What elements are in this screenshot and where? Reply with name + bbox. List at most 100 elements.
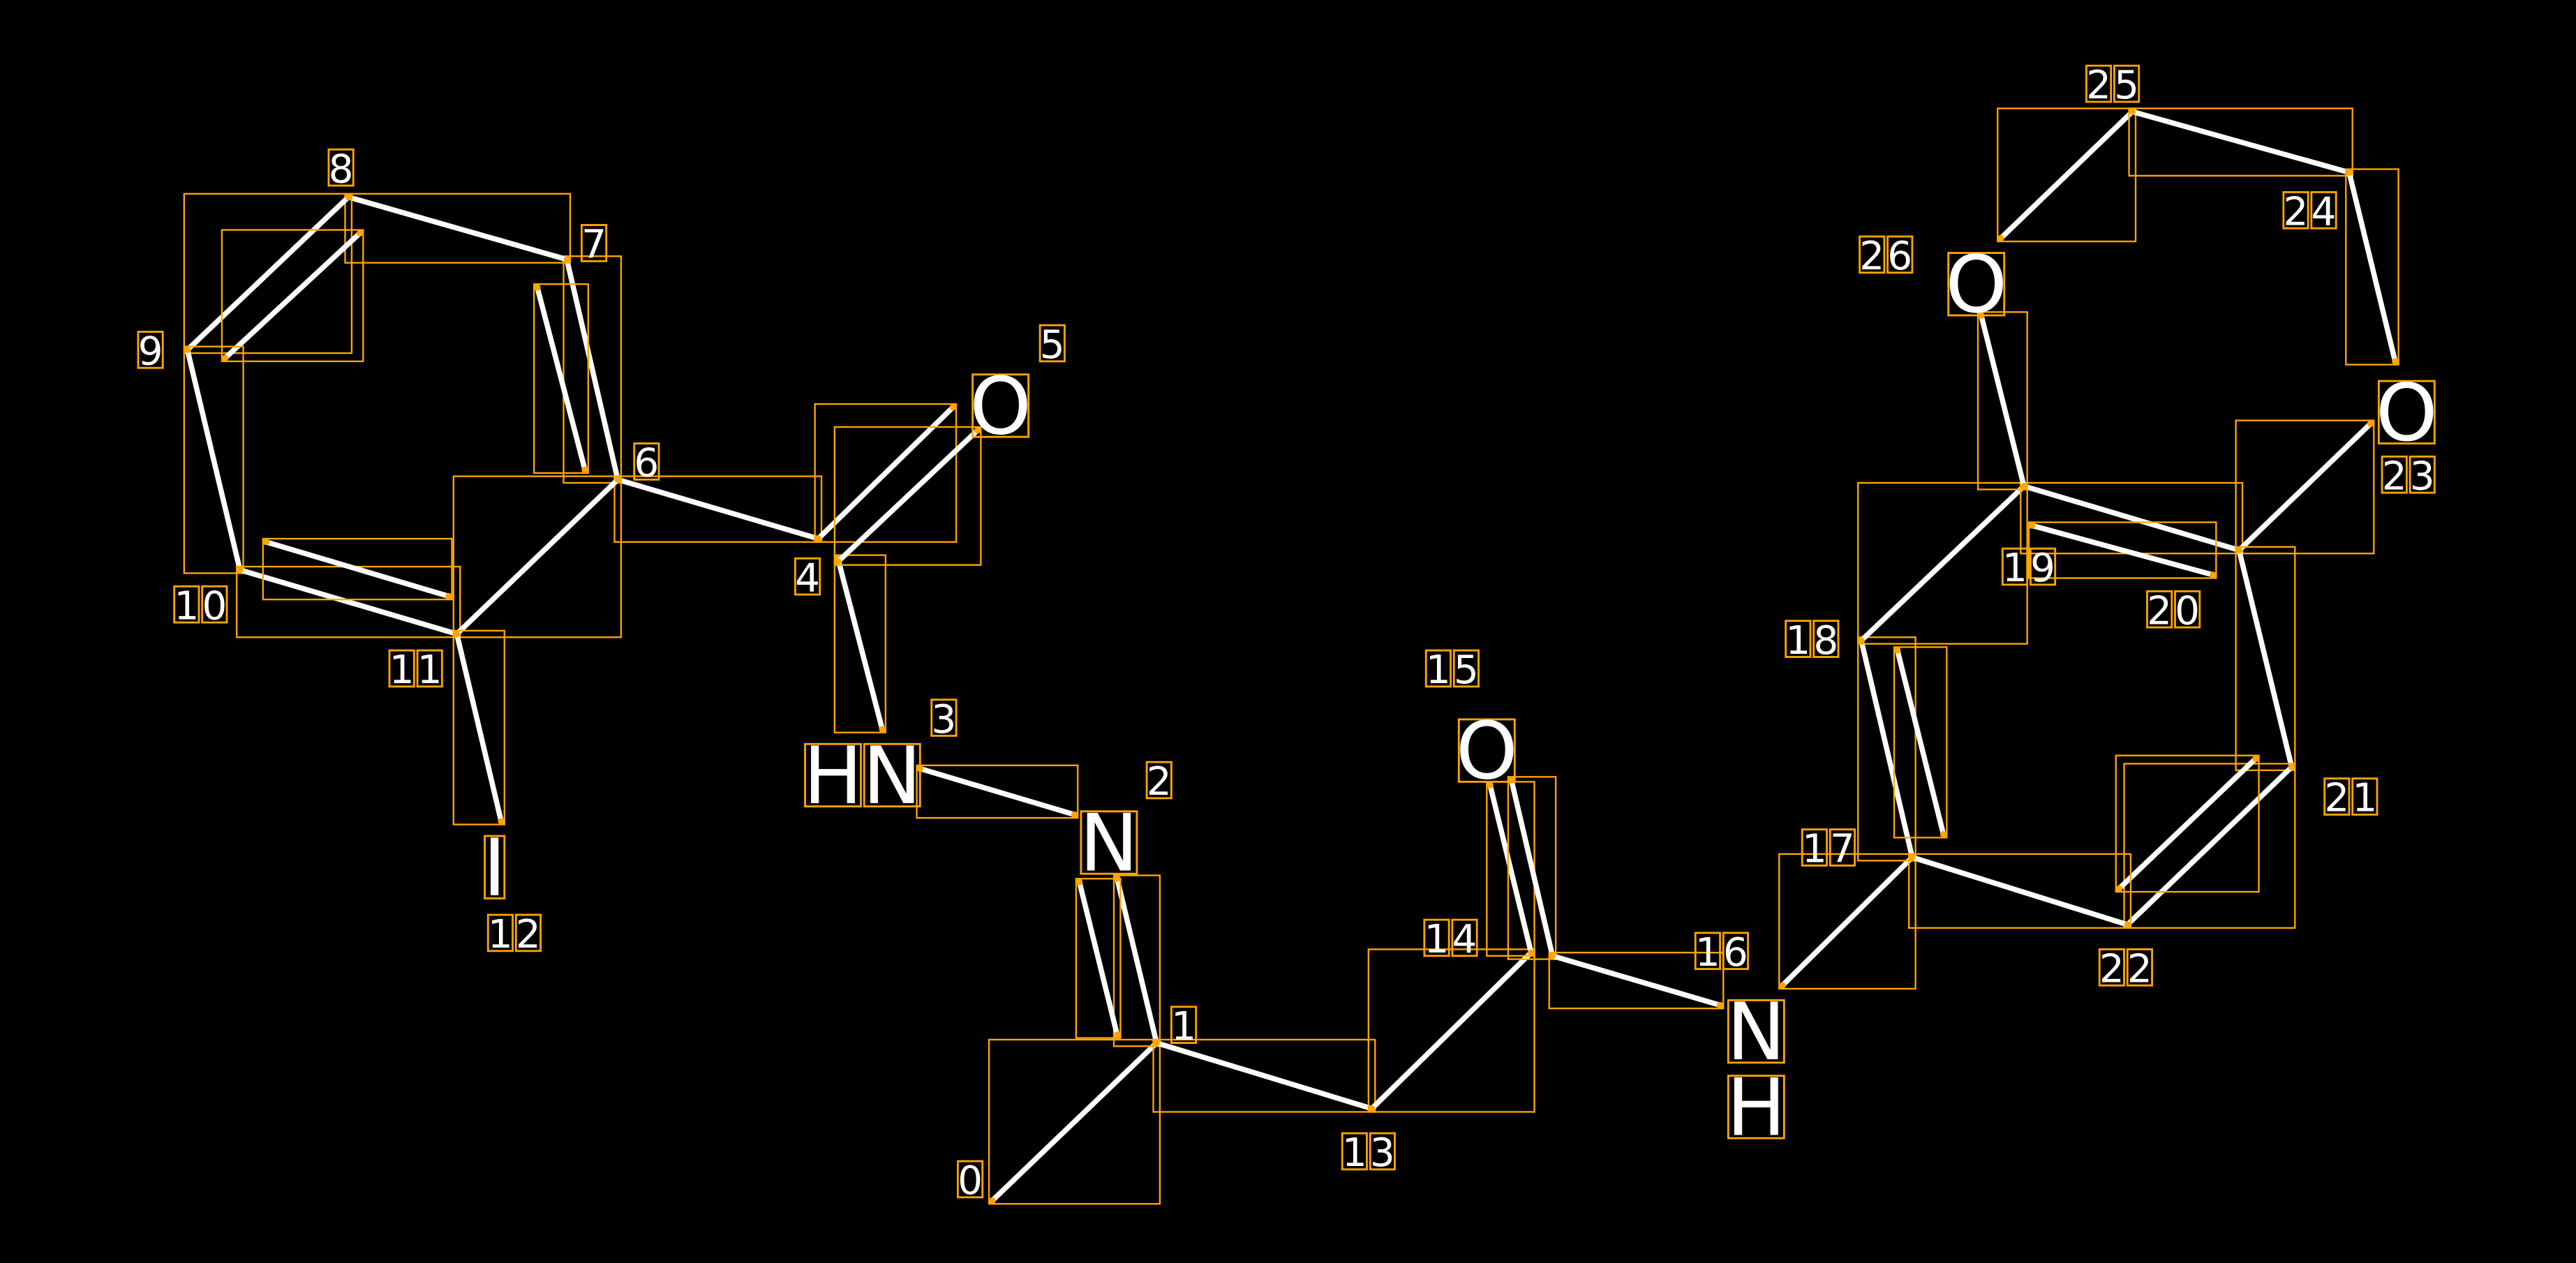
bond-bounding-box xyxy=(2027,521,2217,579)
atom-index: 3 xyxy=(930,697,958,742)
char-bounding-box xyxy=(2377,380,2436,444)
char-bounding-box xyxy=(484,835,506,899)
char: 1 xyxy=(1171,1004,1196,1049)
bond-endpoint xyxy=(1909,853,1916,861)
atom-index: 9 xyxy=(137,329,164,375)
char: 2 xyxy=(2382,454,2407,499)
bond-bounding-box xyxy=(814,403,958,543)
char: 9 xyxy=(2030,546,2055,591)
char-bounding-box xyxy=(1170,1006,1198,1045)
atom-index: 5 xyxy=(1038,322,1066,368)
char: N xyxy=(863,730,922,822)
char: O xyxy=(1456,705,1518,798)
atom-index: 8 xyxy=(327,147,355,192)
bond-line xyxy=(222,230,363,361)
atom-index: 0 xyxy=(956,1158,984,1204)
atom-label: O xyxy=(969,360,1032,452)
char-bounding-box xyxy=(1080,810,1138,875)
bond-line xyxy=(454,631,504,824)
bond-endpoint xyxy=(2124,921,2131,928)
char: 7 xyxy=(581,223,606,268)
char: 0 xyxy=(2175,588,2200,634)
char: 1 xyxy=(1802,827,1827,872)
bond-line xyxy=(1114,876,1159,1046)
char: H xyxy=(1727,1061,1786,1153)
char: 8 xyxy=(329,147,354,192)
char-bounding-box xyxy=(580,224,608,262)
bond-bounding-box xyxy=(1778,853,1916,990)
bond-endpoint xyxy=(2209,571,2217,578)
char-bounding-box xyxy=(486,913,514,952)
bond-endpoint xyxy=(2020,482,2027,490)
bond-endpoint xyxy=(1779,982,1786,989)
bond-endpoint xyxy=(581,466,588,473)
bond-endpoint xyxy=(237,567,244,574)
atom-label: O xyxy=(1945,239,2007,331)
atom-label: O xyxy=(2376,367,2438,459)
atom-index: 1 xyxy=(1170,1004,1198,1049)
bond-line xyxy=(1909,854,2131,927)
char: 2 xyxy=(2284,189,2309,234)
bond-endpoint xyxy=(2346,169,2353,176)
bond-endpoint xyxy=(814,535,822,542)
bond-endpoint xyxy=(2129,108,2136,115)
char-bounding-box xyxy=(1341,1132,1368,1171)
char: 2 xyxy=(2324,776,2349,821)
bond-endpoint xyxy=(1368,1105,1376,1112)
char: 1 xyxy=(488,912,513,957)
atom-label: N xyxy=(1727,986,1786,1078)
bond-bounding-box xyxy=(613,475,823,543)
char: 6 xyxy=(1723,930,1748,976)
char: O xyxy=(1945,239,2007,331)
bond-line xyxy=(917,765,1078,818)
char-bounding-box xyxy=(1145,761,1172,800)
bond-endpoint xyxy=(1997,234,2004,241)
char-bounding-box xyxy=(1829,828,1856,867)
bond-endpoint xyxy=(1075,879,1083,885)
bond-endpoint xyxy=(2235,546,2243,554)
bond-endpoint xyxy=(879,726,886,733)
bond-line xyxy=(1154,1040,1375,1112)
char: 3 xyxy=(2410,454,2435,499)
bond-bounding-box xyxy=(916,764,1079,819)
bond-line xyxy=(1859,483,2027,643)
char-bounding-box xyxy=(1722,932,1749,971)
bond-line xyxy=(1894,648,1946,837)
char-bounding-box xyxy=(1727,1075,1785,1139)
char-bounding-box xyxy=(2029,547,2057,586)
bond-endpoint xyxy=(184,346,191,354)
bond-bounding-box xyxy=(833,426,982,566)
char: 4 xyxy=(2311,189,2337,234)
bond-line xyxy=(2021,483,2242,553)
char-bounding-box xyxy=(1947,252,2006,317)
char: 8 xyxy=(1813,618,1838,664)
bond-bounding-box xyxy=(1507,776,1557,960)
bond-endpoint xyxy=(974,426,981,434)
char-bounding-box xyxy=(633,442,660,481)
char-bounding-box xyxy=(1812,620,1840,658)
bond-bounding-box xyxy=(563,255,623,484)
bond-line xyxy=(535,285,588,472)
bond-bounding-box xyxy=(221,229,364,362)
char-bounding-box xyxy=(2381,455,2408,494)
bond-endpoint xyxy=(563,256,570,263)
bond-endpoint xyxy=(1894,647,1901,654)
char: 2 xyxy=(2127,947,2152,992)
char: 2 xyxy=(2147,588,2172,634)
bond-endpoint xyxy=(2252,755,2259,763)
bond-bounding-box xyxy=(262,537,453,601)
bond-bounding-box xyxy=(2235,419,2375,555)
char-bounding-box xyxy=(327,148,355,187)
bond-line xyxy=(1780,854,1915,988)
char-bounding-box xyxy=(2001,547,2029,586)
char-bounding-box xyxy=(1694,932,1721,971)
bond-endpoint xyxy=(989,1197,996,1204)
